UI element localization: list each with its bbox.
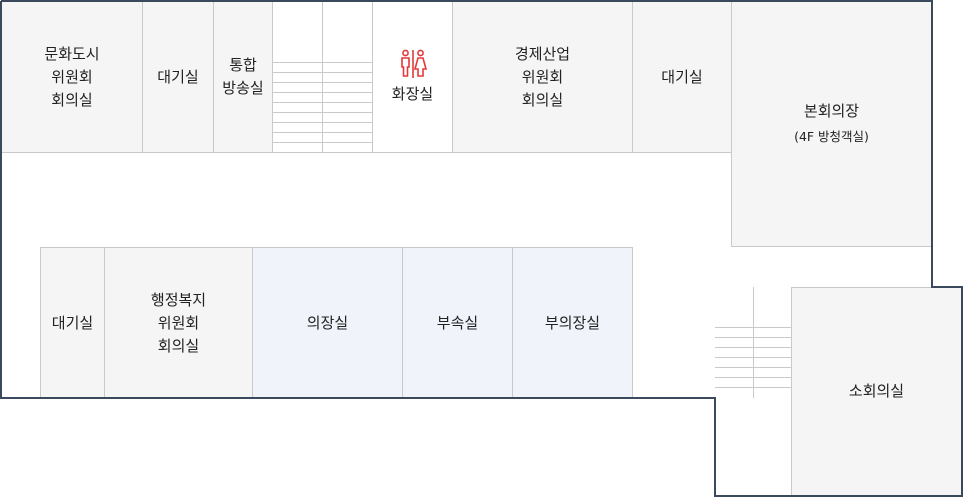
room-waiting-2[interactable]: 대기실 (632, 1, 732, 153)
room-label: 부의장실 (544, 313, 601, 332)
room-label: 본회의장 (803, 102, 860, 120)
stairs-bottom (715, 287, 792, 398)
restroom-icon (400, 49, 427, 78)
room-label: 화장실 (391, 84, 434, 103)
room-note: (4F 방청객실) (794, 129, 869, 144)
room-label: 경제산업 위원회 회의실 (514, 44, 571, 109)
room-waiting-3[interactable]: 대기실 (40, 247, 105, 399)
room-annex[interactable]: 부속실 (402, 247, 513, 399)
room-label: 부속실 (436, 313, 479, 332)
room-small-conference[interactable]: 소회의실 (791, 287, 962, 496)
room-label: 대기실 (661, 67, 703, 86)
room-label: 소회의실 (848, 382, 905, 400)
room-label: 대기실 (157, 67, 199, 86)
stairs-top (272, 1, 373, 153)
room-restroom[interactable]: 화장실 (372, 1, 453, 153)
room-chairman-office[interactable]: 의장실 (252, 247, 403, 399)
room-vice-chairman-office[interactable]: 부의장실 (512, 247, 633, 399)
room-label: 통합 방송실 (222, 56, 264, 97)
room-label: 행정복지 위원회 회의실 (150, 290, 207, 355)
room-label: 의장실 (306, 313, 349, 332)
room-economy-industry-committee[interactable]: 경제산업 위원회 회의실 (452, 1, 633, 153)
room-label: 대기실 (51, 313, 94, 332)
room-label: 문화도시 위원회 회의실 (44, 44, 100, 109)
room-broadcast[interactable]: 통합 방송실 (213, 1, 273, 153)
room-waiting-1[interactable]: 대기실 (142, 1, 214, 153)
room-main-assembly-hall[interactable]: 본회의장 (4F 방청객실) (731, 1, 932, 247)
room-welfare-committee[interactable]: 행정복지 위원회 회의실 (104, 247, 253, 399)
room-culture-city-committee[interactable]: 문화도시 위원회 회의실 (1, 1, 143, 153)
